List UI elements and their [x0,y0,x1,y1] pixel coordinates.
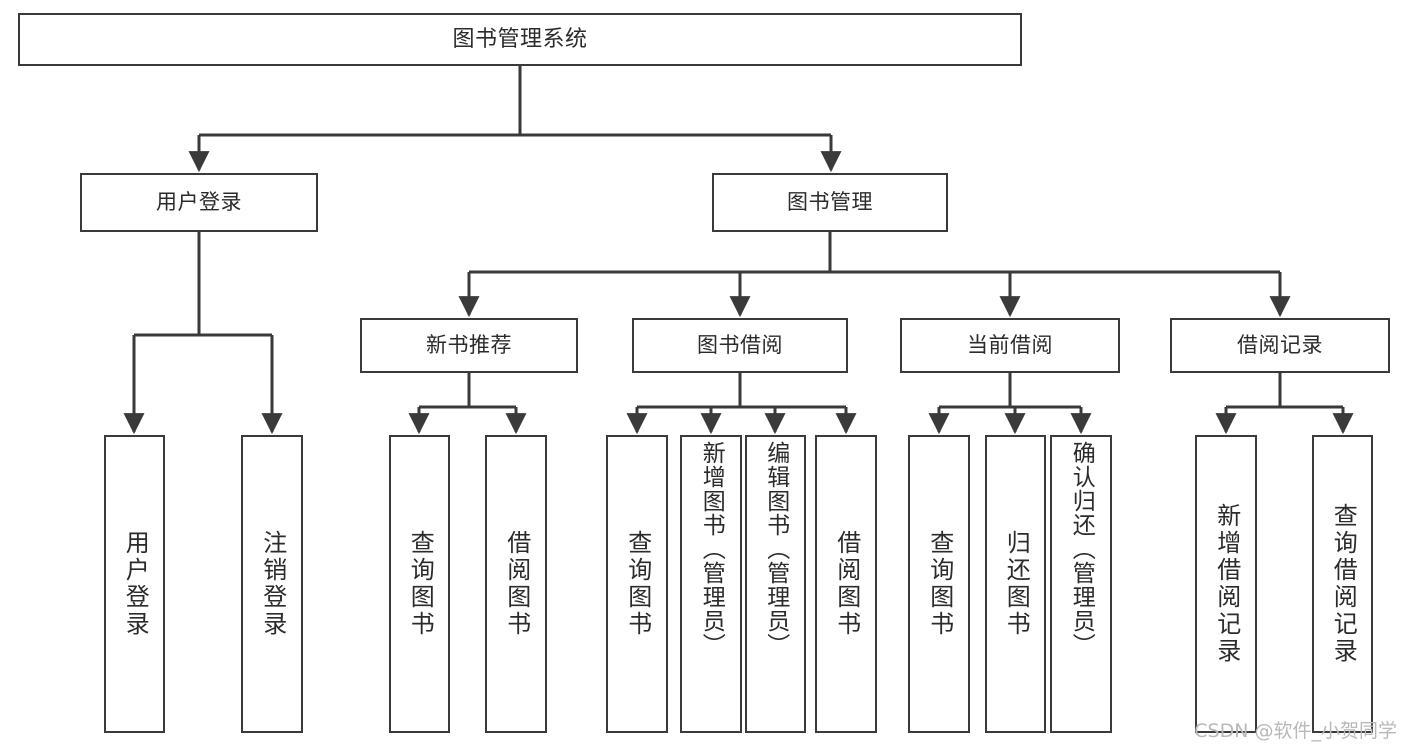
leaf-query-books-rec[interactable]: 查询图书 [389,435,450,733]
leaf-user-login[interactable]: 用户登录 [104,435,165,733]
node-book-borrow[interactable]: 图书借阅 [632,318,848,373]
node-root[interactable]: 图书管理系统 [18,13,1022,66]
node-borrow-records-label: 借阅记录 [1237,333,1323,357]
leaf-user-login-label: 用户登录 [121,530,150,638]
leaf-confirm-return-admin[interactable]: 确认归还（管理员） [1050,435,1112,733]
node-book-borrow-label: 图书借阅 [697,333,783,357]
leaf-add-borrow-record-label: 新增借阅记录 [1212,503,1241,665]
leaf-query-borrow-record[interactable]: 查询借阅记录 [1312,435,1373,733]
leaf-query-borrow-record-label: 查询借阅记录 [1329,503,1358,665]
leaf-borrow-books[interactable]: 借阅图书 [815,435,877,733]
leaf-query-books-borrow[interactable]: 查询图书 [606,435,668,733]
leaf-add-book-admin-label: 新增图书（管理员） [698,441,725,657]
leaf-query-books-current[interactable]: 查询图书 [908,435,970,733]
node-current-borrow[interactable]: 当前借阅 [900,318,1120,373]
leaf-logout-label: 注销登录 [258,530,287,638]
leaf-edit-book-admin-label: 编辑图书（管理员） [762,441,789,657]
node-user-login-label: 用户登录 [156,190,242,214]
leaf-query-books-rec-label: 查询图书 [406,530,435,638]
leaf-add-borrow-record[interactable]: 新增借阅记录 [1195,435,1257,733]
leaf-borrow-books-rec[interactable]: 借阅图书 [485,435,547,733]
node-book-management[interactable]: 图书管理 [712,173,948,232]
node-book-management-label: 图书管理 [787,190,873,214]
leaf-logout[interactable]: 注销登录 [241,435,303,733]
node-new-book-recommend[interactable]: 新书推荐 [360,318,578,373]
node-root-label: 图书管理系统 [452,26,588,52]
leaf-return-books[interactable]: 归还图书 [985,435,1046,733]
node-current-borrow-label: 当前借阅 [967,333,1053,357]
leaf-return-books-label: 归还图书 [1002,530,1031,638]
leaf-query-books-current-label: 查询图书 [925,530,954,638]
leaf-borrow-books-rec-label: 借阅图书 [502,530,531,638]
node-borrow-records[interactable]: 借阅记录 [1170,318,1390,373]
node-user-login[interactable]: 用户登录 [80,173,318,232]
node-new-book-recommend-label: 新书推荐 [426,333,512,357]
leaf-borrow-books-label: 借阅图书 [832,530,861,638]
leaf-confirm-return-admin-label: 确认归还（管理员） [1068,441,1095,657]
leaf-query-books-borrow-label: 查询图书 [623,530,652,638]
leaf-add-book-admin[interactable]: 新增图书（管理员） [680,435,742,733]
leaf-edit-book-admin[interactable]: 编辑图书（管理员） [745,435,806,733]
